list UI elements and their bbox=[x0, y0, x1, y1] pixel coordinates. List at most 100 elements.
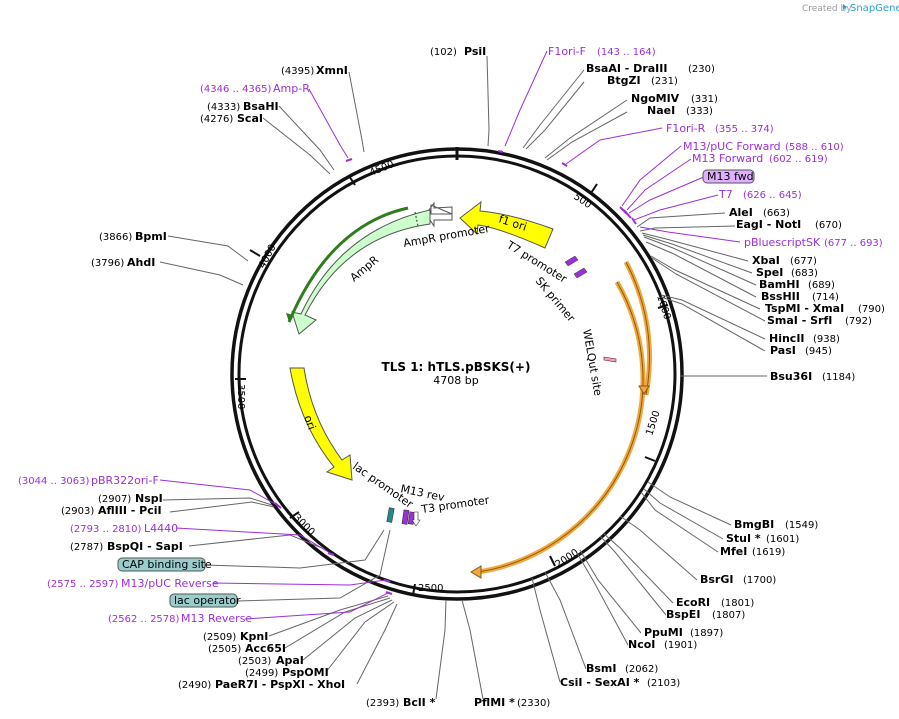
site-pos: (2907) bbox=[98, 494, 131, 505]
site-pos: (2062) bbox=[625, 664, 658, 675]
tick-2000: 2000 bbox=[554, 547, 581, 570]
site-pos: (2330) bbox=[517, 698, 550, 709]
site-name: NaeI bbox=[647, 104, 675, 117]
site-name: AflIII - PciI bbox=[98, 504, 162, 517]
primer-range: (677 .. 693) bbox=[824, 238, 883, 249]
site-pos: (792) bbox=[845, 316, 872, 327]
cap-binding-site-label: CAP binding site bbox=[122, 558, 212, 571]
site-pos: (2103) bbox=[647, 678, 680, 689]
sk-primer-label: SK primer bbox=[533, 275, 578, 325]
site-name: Acc65I bbox=[245, 642, 286, 655]
site-name: BsrGI bbox=[700, 573, 733, 586]
welqut-label: WELQut site bbox=[580, 328, 605, 397]
leader-lines-left bbox=[159, 71, 398, 685]
site-pos: (230) bbox=[688, 64, 715, 75]
primer-range: (626 .. 645) bbox=[743, 190, 802, 201]
plasmid-length: 4708 bp bbox=[433, 374, 478, 387]
site-pos: (714) bbox=[812, 292, 839, 303]
site-pos: (1184) bbox=[822, 372, 855, 383]
site-name: XmnI bbox=[316, 64, 348, 77]
site-pos: (3796) bbox=[91, 258, 124, 269]
site-pos: (945) bbox=[805, 346, 832, 357]
site-pos: (670) bbox=[815, 220, 842, 231]
site-pos: (1601) bbox=[766, 534, 799, 545]
primer-range: (602 .. 619) bbox=[769, 154, 828, 165]
site-name: KpnI bbox=[240, 630, 268, 643]
site-name: AleI bbox=[729, 206, 753, 219]
ampr-arrow bbox=[291, 209, 431, 335]
primer-name: M13/pUC Reverse bbox=[121, 577, 219, 590]
site-pos: (4395) bbox=[281, 66, 314, 77]
site-pos: (2490) bbox=[178, 680, 211, 691]
primer-range: (4346 .. 4365) bbox=[200, 84, 272, 95]
site-name: BpmI bbox=[135, 230, 167, 243]
orf-arrowhead-icon bbox=[470, 565, 482, 579]
primer-range: (3044 .. 3063) bbox=[18, 476, 90, 487]
primer-labels: F1ori-F (143 .. 164) F1ori-R (355 .. 374… bbox=[18, 45, 883, 625]
site-name: PasI bbox=[770, 344, 796, 357]
site-pos: (689) bbox=[808, 280, 835, 291]
brand-snapgene: SnapGene bbox=[850, 3, 899, 14]
site-pos: (790) bbox=[858, 304, 885, 315]
primer-name: T7 bbox=[718, 188, 733, 201]
site-name: BssHII bbox=[761, 290, 800, 303]
site-name: BspQI - SapI bbox=[107, 540, 183, 553]
site-pos: (2499) bbox=[245, 668, 278, 679]
site-name: ApaI bbox=[276, 654, 304, 667]
site-name: CsiI - SexAI * bbox=[560, 676, 640, 689]
leader-lines-boxed bbox=[204, 529, 391, 602]
site-pos: (1801) bbox=[721, 598, 754, 609]
site-pos: (102) bbox=[430, 47, 457, 58]
boxed-feature-labels: CAP binding site lac operator bbox=[117, 557, 241, 608]
site-pos: (1619) bbox=[752, 547, 785, 558]
site-name: XbaI bbox=[752, 254, 780, 267]
enzyme-labels-left: (4395) XmnI (4333) BsaHI (4276) ScaI (38… bbox=[61, 64, 348, 691]
tick-4500: 4500 bbox=[368, 159, 396, 179]
lac-operator-box bbox=[169, 593, 238, 608]
enzyme-labels-right: (102) PsiI BsaAI - DraIII (230) BtgZI (2… bbox=[366, 45, 885, 709]
primer-name: Amp-R bbox=[273, 82, 310, 95]
primer-name: M13 Forward bbox=[692, 152, 763, 165]
site-name: ScaI bbox=[237, 112, 263, 125]
site-name: MfeI bbox=[720, 545, 747, 558]
site-name: SmaI - SrfI bbox=[767, 314, 832, 327]
site-name: PflMI * bbox=[474, 696, 515, 709]
site-pos: (4333) bbox=[207, 102, 240, 113]
site-name: AhdI bbox=[127, 256, 155, 269]
ampr-highlight-arc bbox=[287, 206, 409, 323]
primer-range: (2575 .. 2597) bbox=[47, 579, 119, 590]
tick-1500: 1500 bbox=[644, 409, 662, 437]
ori-label: ori bbox=[301, 414, 318, 432]
primer-marks bbox=[274, 150, 637, 595]
primer-name: pBluescriptSK bbox=[744, 236, 821, 249]
site-name: NcoI bbox=[628, 638, 655, 651]
site-pos: (677) bbox=[790, 256, 817, 267]
site-name: EcoRI bbox=[676, 596, 710, 609]
site-pos: (663) bbox=[763, 208, 790, 219]
tick-3500: 3500 bbox=[235, 384, 246, 409]
site-name: PpuMI bbox=[644, 626, 683, 639]
site-pos: (1807) bbox=[712, 610, 745, 621]
welqut-site-icon bbox=[603, 356, 617, 363]
site-name: SpeI bbox=[756, 266, 783, 279]
site-pos: (938) bbox=[813, 334, 840, 345]
tick-4000: 4000 bbox=[257, 243, 279, 271]
primer-range: (355 .. 374) bbox=[715, 124, 774, 135]
site-pos: (1700) bbox=[743, 575, 776, 586]
m13-fwd-box bbox=[702, 169, 755, 184]
site-name: BamHI bbox=[759, 278, 800, 291]
site-name: BtgZI bbox=[607, 74, 641, 87]
brand-created-by: Created by bbox=[802, 4, 852, 14]
site-pos: (231) bbox=[651, 76, 678, 87]
primer-range: (2562 .. 2578) bbox=[108, 614, 180, 625]
primer-name: M13/pUC Forward bbox=[683, 140, 781, 153]
site-name: BsmI bbox=[586, 662, 617, 675]
site-name: Bsu36I bbox=[770, 370, 812, 383]
ampr-promoter-arrow bbox=[425, 201, 453, 228]
site-name: BmgBI bbox=[734, 518, 774, 531]
plasmid-title: TLS 1: hTLS.pBSKS(+) bbox=[382, 360, 531, 374]
site-pos: (2509) bbox=[203, 632, 236, 643]
f1-ori-arrow bbox=[459, 200, 554, 249]
lac-feature-icons bbox=[386, 507, 421, 527]
